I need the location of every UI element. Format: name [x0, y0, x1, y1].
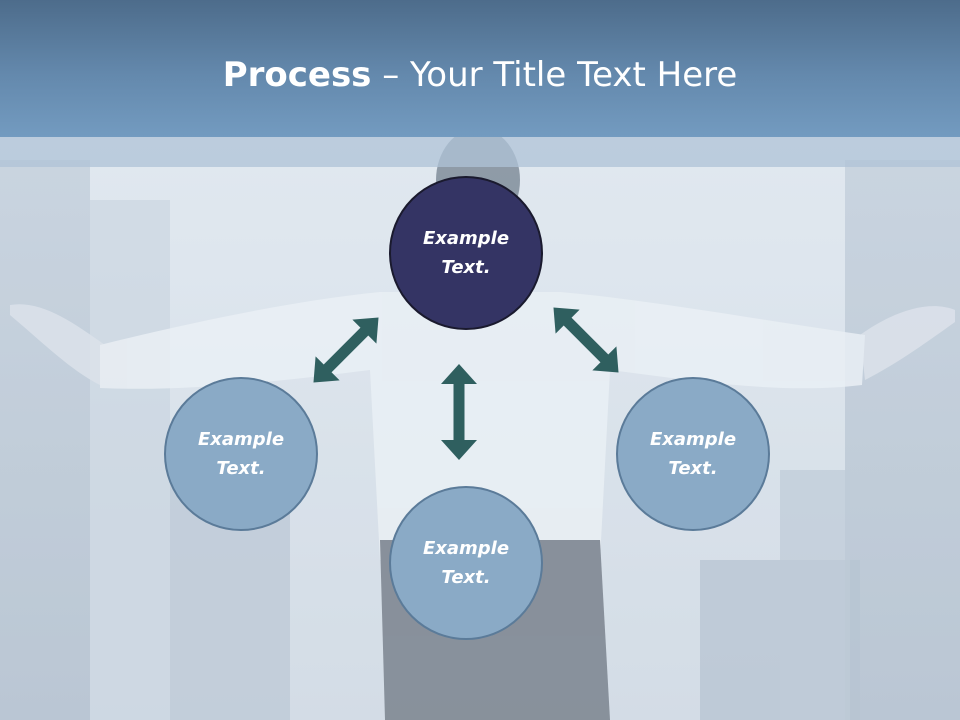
title-bold: Process — [222, 55, 372, 95]
title-band — [0, 137, 960, 167]
double-arrow-vertical — [441, 364, 477, 460]
process-node-top-label: Example Text. — [422, 228, 510, 278]
building-right — [845, 160, 960, 720]
double-arrow-top-right — [553, 307, 619, 373]
process-node-bottom-label: Example Text. — [422, 538, 510, 588]
process-node-right: Example Text. — [616, 377, 770, 531]
building-left — [0, 160, 90, 720]
title-rest: – Your Title Text Here — [371, 55, 738, 95]
building-right-mid — [780, 470, 850, 720]
process-node-right-label: Example Text. — [649, 429, 737, 479]
process-node-top: Example Text. — [389, 176, 543, 330]
process-node-left: Example Text. — [164, 377, 318, 531]
slide-title: Process – Your Title Text Here — [0, 52, 960, 98]
process-node-left-label: Example Text. — [197, 429, 285, 479]
title-bar — [0, 0, 960, 137]
double-arrow-top-left — [313, 317, 379, 383]
process-node-bottom: Example Text. — [389, 486, 543, 640]
building-left-far — [90, 200, 170, 720]
